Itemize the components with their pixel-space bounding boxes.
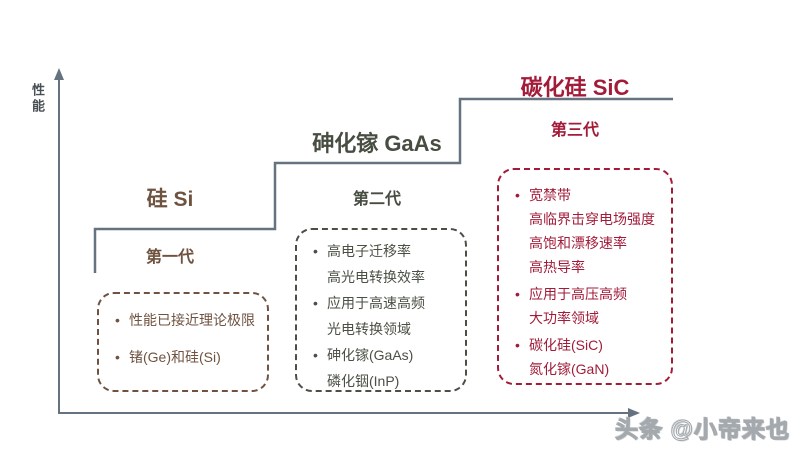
- bullet-line: 光电转换领域: [327, 321, 411, 337]
- bullet-line: 高电子迁移率: [327, 243, 411, 259]
- y-axis-label: 性能: [30, 83, 45, 115]
- gen1-generation-label: 第一代: [145, 249, 194, 266]
- gen3-bullet-1: 宽禁带 高临界击穿电场强度 高饱和漂移速率 高热导率: [512, 183, 667, 279]
- gen2-material-title: 砷化镓 GaAs: [312, 131, 442, 156]
- gen2-bullet-3: 砷化镓(GaAs) 磷化铟(InP): [310, 342, 461, 394]
- bullet-line: 大功率领域: [529, 310, 599, 326]
- bullet-line: 宽禁带: [529, 187, 571, 203]
- bullet-line: 性能已接近理论极限: [129, 312, 255, 328]
- staircase-step-line: [93, 97, 673, 273]
- gen1-bullet-2: 锗(Ge)和硅(Si): [112, 346, 261, 368]
- bullet-line: 砷化镓(GaAs): [327, 347, 414, 363]
- bullet-line: 碳化硅(SiC): [529, 337, 603, 353]
- bullet-line: 应用于高压高频: [529, 286, 627, 302]
- y-axis-arrow-icon: [54, 68, 64, 80]
- bullet-line: 高光电转换效率: [327, 269, 425, 285]
- gen3-generation-label: 第三代: [550, 122, 599, 139]
- bullet-line: 锗(Ge)和硅(Si): [129, 349, 221, 365]
- toutiao-watermark: 头条 @小帝来也: [615, 416, 790, 443]
- gen2-bullet-2: 应用于高速高频 光电转换领域: [310, 290, 461, 342]
- gen2-bullet-1: 高电子迁移率 高光电转换效率: [310, 238, 461, 290]
- gen2-feature-box: 高电子迁移率 高光电转换效率 应用于高速高频 光电转换领域 砷化镓(GaAs) …: [295, 228, 467, 392]
- gen1-material-title: 硅 Si: [146, 188, 194, 211]
- bullet-line: 高饱和漂移速率: [529, 235, 627, 251]
- bullet-line: 高热导率: [529, 259, 585, 275]
- bullet-line: 氮化镓(GaN): [529, 361, 610, 377]
- bullet-line: 高临界击穿电场强度: [529, 211, 655, 227]
- gen2-generation-label: 第二代: [352, 191, 401, 208]
- gen3-feature-box: 宽禁带 高临界击穿电场强度 高饱和漂移速率 高热导率 应用于高压高频 大功率领域…: [497, 168, 673, 385]
- gen3-bullet-2: 应用于高压高频 大功率领域: [512, 282, 667, 330]
- gen3-material-title: 碳化硅 SiC: [520, 75, 630, 100]
- x-axis-arrow-icon: [628, 408, 640, 418]
- gen1-bullet-1: 性能已接近理论极限: [112, 309, 261, 331]
- gen1-feature-box: 性能已接近理论极限 锗(Ge)和硅(Si): [97, 292, 269, 392]
- gen3-bullet-3: 碳化硅(SiC) 氮化镓(GaN): [512, 333, 667, 381]
- bullet-line: 磷化铟(InP): [327, 373, 400, 389]
- bullet-line: 应用于高速高频: [327, 295, 425, 311]
